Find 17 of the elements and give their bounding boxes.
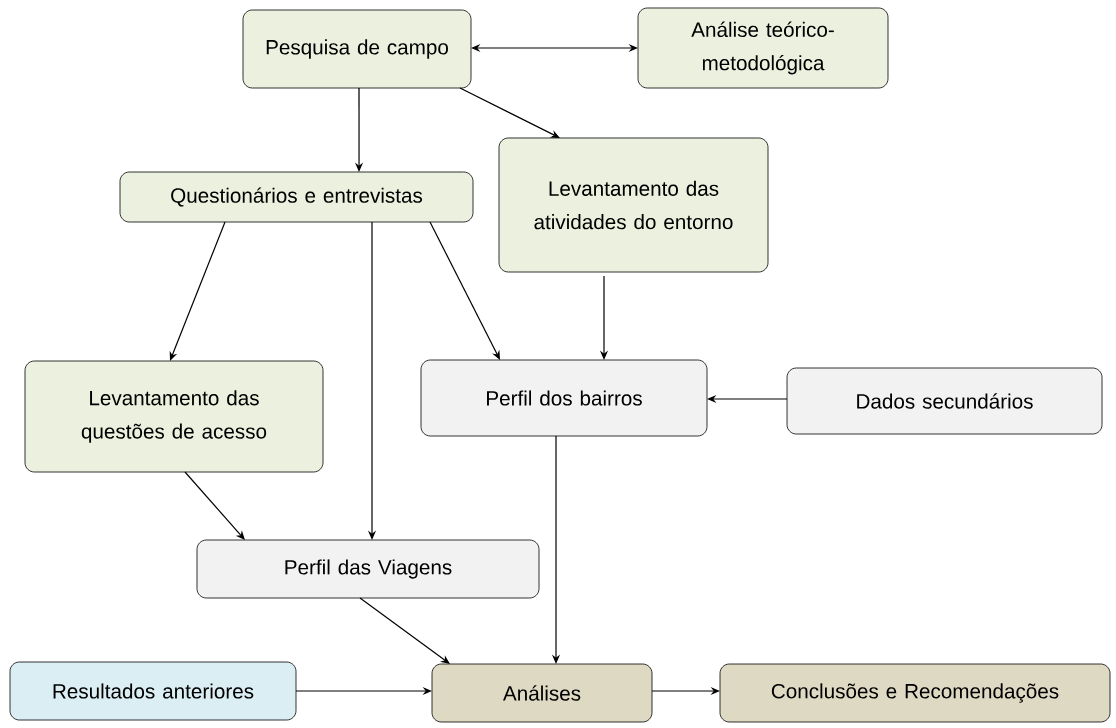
process-box: Levantamento das questões de acesso	[24, 360, 324, 473]
process-box: Perfil dos bairros	[420, 359, 708, 437]
arrow	[184, 471, 245, 540]
process-box: Perfil das Viagens	[196, 539, 540, 599]
process-box: Análises	[431, 663, 653, 723]
arrow	[459, 87, 560, 138]
process-box: Levantamento das atividades do entorno	[498, 137, 769, 273]
arrow	[429, 221, 500, 360]
arrow	[169, 221, 226, 361]
process-box: Dados secundários	[786, 367, 1103, 435]
arrow	[471, 43, 638, 53]
process-box: Resultados anteriores	[9, 661, 297, 721]
process-box: Análise teórico-metodológica	[637, 7, 889, 89]
arrow	[359, 597, 450, 664]
process-box: Conclusões e Recomendações	[719, 663, 1111, 723]
process-box: Pesquisa de campo	[242, 9, 472, 89]
process-box: Questionários e entrevistas	[119, 171, 474, 223]
